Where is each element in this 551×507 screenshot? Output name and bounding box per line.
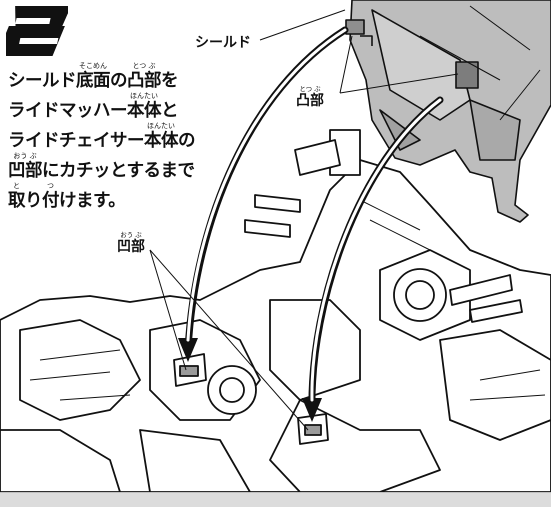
ruby-word: おう ぶ凹部 (8, 152, 43, 181)
step-number-badge (6, 6, 68, 56)
ruby-word: ほんたい本体 (127, 92, 162, 121)
concave-label: おう ぶ凹部 (117, 231, 145, 256)
ruby-word: おう ぶ凹部 (117, 231, 145, 255)
ruby-reading: と (13, 182, 20, 190)
ruby-base: 凹部 (117, 239, 145, 255)
ruby-base: 取 (8, 191, 26, 211)
ruby-word: とつ ぶ凸部 (296, 85, 324, 109)
ruby-reading: とつ ぶ (299, 85, 321, 93)
text-segment: と (161, 101, 179, 121)
ruby-reading: おう ぶ (120, 231, 142, 239)
text-segment: り (25, 191, 43, 211)
ruby-word: つ付 (42, 182, 60, 211)
ruby-reading: おう ぶ (13, 152, 37, 160)
shield-label: シールド (195, 32, 251, 52)
instruction-line-5: と取りつ付けます。 (8, 182, 208, 216)
ruby-reading: ほんたい (147, 122, 175, 130)
ruby-word: と取 (8, 182, 26, 211)
ruby-base: 付 (42, 191, 60, 211)
text-segment: にカチッとするまで (42, 161, 195, 181)
instruction-line-1: シールドそこめん底面のとつ ぶ凸部を (8, 62, 208, 96)
shield-label-text: シールド (195, 35, 251, 51)
text-segment: の (110, 71, 128, 91)
ruby-base: 凸部 (296, 93, 324, 109)
ruby-reading: つ (47, 182, 54, 190)
text-segment: の (178, 131, 196, 151)
toy-assembly-illustration (0, 0, 551, 492)
text-segment: ライドチェイサー (8, 131, 145, 151)
ruby-reading: そこめん (79, 62, 107, 70)
text-segment: を (161, 71, 179, 91)
ruby-reading: とつ ぶ (132, 62, 156, 70)
ruby-reading: ほんたい (130, 92, 158, 100)
instruction-line-2: ライドマッハーほんたい本体と (8, 92, 208, 126)
ruby-base: 本体 (127, 101, 162, 121)
instruction-line-4: おう ぶ凹部にカチッとするまで (8, 152, 208, 186)
convex-label: とつ ぶ凸部 (296, 85, 324, 110)
page-footer-bar (0, 492, 551, 507)
car-body (0, 129, 551, 492)
ruby-word: そこめん底面 (76, 62, 111, 91)
text-segment: ライドマッハー (8, 101, 128, 121)
shield-part (345, 0, 551, 223)
ruby-base: 凹部 (8, 161, 43, 181)
ruby-base: 凸部 (127, 71, 162, 91)
ruby-word: ほんたい本体 (144, 122, 179, 151)
ruby-word: とつ ぶ凸部 (127, 62, 162, 91)
instruction-line-3: ライドチェイサーほんたい本体の (8, 122, 208, 156)
text-segment: シールド (8, 71, 77, 91)
text-segment: けます。 (59, 191, 126, 211)
ruby-base: 底面 (76, 71, 111, 91)
ruby-base: 本体 (144, 131, 179, 151)
instruction-text: シールドそこめん底面のとつ ぶ凸部を ライドマッハーほんたい本体と ライドチェイ… (8, 62, 208, 216)
